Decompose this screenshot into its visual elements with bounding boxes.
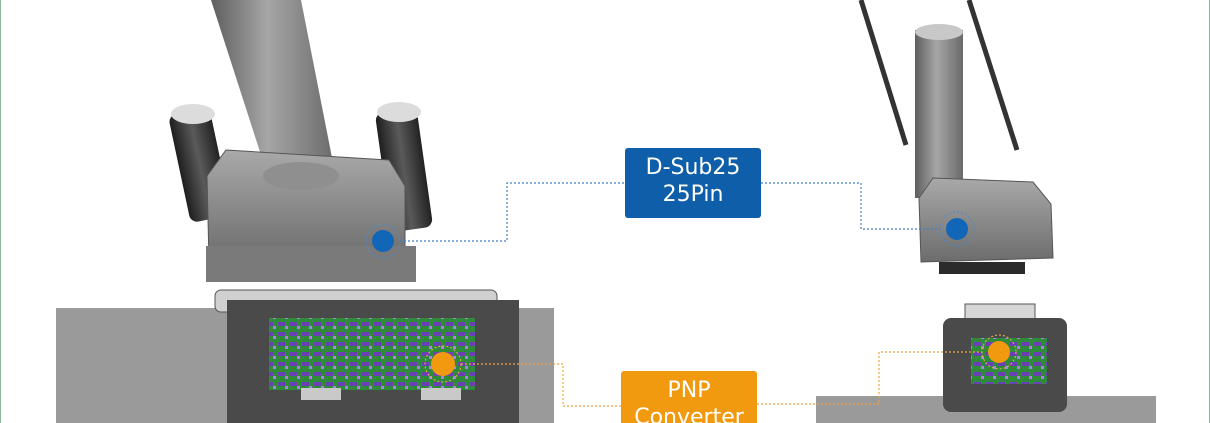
left-connector-assembly <box>56 0 554 423</box>
right-pcb <box>971 338 1047 384</box>
right-cable <box>915 30 963 198</box>
dsub25-callout-line2: 25Pin <box>662 182 724 207</box>
dsub-leader-right <box>761 182 940 230</box>
right-connector-assembly <box>816 0 1156 423</box>
pnp-callout-line2: Converter <box>634 405 744 423</box>
dsub-marker-right <box>946 218 968 240</box>
pnp-callout-line1: PNP <box>667 378 711 403</box>
pnp-marker-left <box>431 352 455 376</box>
right-housing <box>918 177 1054 263</box>
pnp-leader-right <box>757 351 982 405</box>
pnp-marker-right <box>988 341 1010 363</box>
pnp-converter-callout: PNP Converter <box>621 371 757 423</box>
pnp-leader-left <box>461 363 621 407</box>
left-cable <box>211 0 336 186</box>
dsub-marker-left <box>372 230 394 252</box>
dsub-leader-left <box>400 182 625 242</box>
dsub25-callout-line1: D-Sub25 <box>645 155 741 180</box>
dsub25-callout: D-Sub25 25Pin <box>625 148 761 218</box>
